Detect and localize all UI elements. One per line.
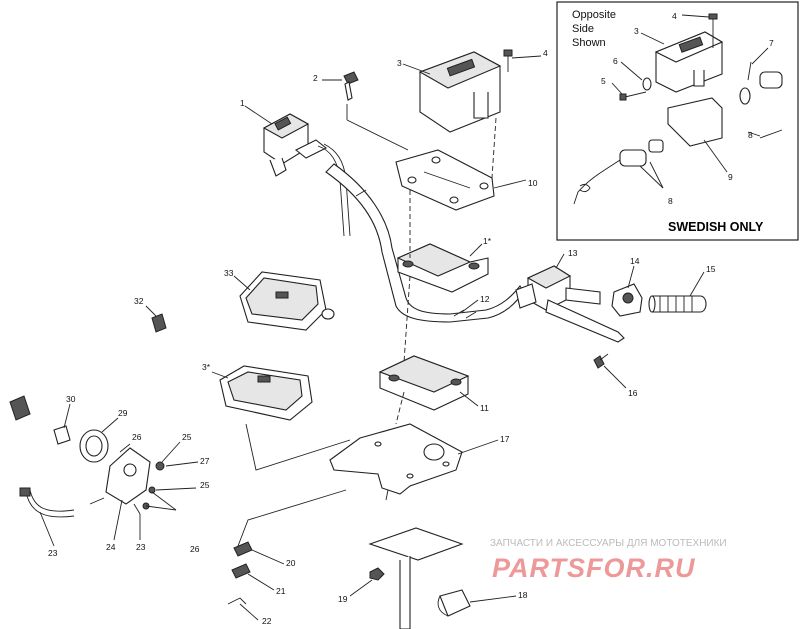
callout-11: 11 (480, 403, 489, 413)
bolt-2 (343, 71, 359, 101)
steering-post (368, 527, 471, 629)
inset-note-line3: Shown (572, 37, 606, 49)
inset-callout-3: 3 (634, 26, 639, 36)
callout-16: 16 (628, 388, 638, 398)
lower-clamp-11 (378, 355, 470, 411)
right-master-cylinder (515, 265, 625, 343)
inset-callout-7: 7 (769, 38, 774, 48)
callout-3star: 3* (202, 362, 211, 372)
callout-1: 1 (240, 98, 245, 108)
inset-note-line1: Opposite (572, 9, 616, 21)
clamp-plate-10 (395, 149, 495, 211)
inset-callout-5: 5 (601, 76, 606, 86)
bracket-plate-17 (329, 423, 463, 495)
inset-callout-4: 4 (672, 11, 677, 21)
inset-swedish-label: SWEDISH ONLY (668, 220, 764, 234)
leader-lines (39, 55, 705, 621)
callout-21: 21 (276, 586, 286, 596)
switch-housing-3 (418, 51, 502, 133)
grip-15 (648, 295, 707, 313)
handlebar-12 (325, 163, 525, 323)
callout-18: 18 (518, 590, 528, 600)
callout-19: 19 (338, 594, 348, 604)
watermark-logo: PARTSFOR.RU (492, 553, 696, 583)
inset-callout-8-top: 8 (748, 130, 753, 140)
inset-note-line2: Side (572, 23, 594, 35)
inset-callout-8-bottom: 8 (668, 196, 673, 206)
callout-24: 24 (106, 542, 116, 552)
inset-switch-housing (654, 31, 724, 93)
bezel-3star (219, 365, 313, 421)
callout-32: 32 (134, 296, 144, 306)
callout-30: 30 (66, 394, 76, 404)
swedish-inset: Opposite Side Shown SWEDISH ONLY (556, 1, 799, 241)
callout-labels: 1 2 3 4 10 1* 12 13 14 15 16 11 17 18 19… (48, 48, 716, 626)
callout-17: 17 (500, 434, 510, 444)
callout-10: 10 (528, 178, 538, 188)
inset-hardware (573, 13, 783, 205)
throttle-14 (611, 283, 643, 317)
watermark-tagline: ЗАПЧАСТИ И АКСЕССУАРЫ ДЛЯ МОТОТЕХНИКИ (490, 538, 727, 549)
speedometer-33 (239, 271, 335, 331)
callout-29: 29 (118, 408, 128, 418)
left-master-cylinder (262, 113, 351, 237)
callout-27: 27 (200, 456, 210, 466)
hardware-25-27 (89, 461, 165, 515)
clip-20 (233, 541, 253, 557)
callout-23-cable: 23 (48, 548, 58, 558)
inset-leaders (611, 14, 769, 189)
callout-23-screw: 23 (136, 542, 146, 552)
callout-1star: 1* (483, 236, 492, 246)
bulb-32 (151, 313, 167, 333)
callout-2: 2 (313, 73, 318, 83)
callout-20: 20 (286, 558, 296, 568)
clip-leader (237, 489, 347, 547)
screw-4 (503, 49, 513, 72)
tie-22 (227, 597, 247, 605)
bezel-leader (245, 423, 351, 471)
callout-33: 33 (224, 268, 234, 278)
callout-22: 22 (262, 616, 272, 626)
cable-bracket-24 (105, 447, 151, 505)
callout-3: 3 (397, 58, 402, 68)
callout-13: 13 (568, 248, 578, 258)
watermark: ЗАПЧАСТИ И АКСЕССУАРЫ ДЛЯ МОТОТЕХНИКИ PA… (490, 538, 727, 583)
inset-callout-9: 9 (728, 172, 733, 182)
inset-bracket (667, 97, 723, 147)
upper-clamp-1star (396, 243, 489, 293)
callout-26-bottom: 26 (190, 544, 200, 554)
callout-4: 4 (543, 48, 548, 58)
callout-25-mid: 25 (200, 480, 210, 490)
callout-12: 12 (480, 294, 490, 304)
callout-26-top: 26 (132, 432, 142, 442)
nut-19 (369, 567, 385, 581)
callout-15: 15 (706, 264, 716, 274)
clip-21 (231, 563, 251, 579)
callout-14: 14 (630, 256, 640, 266)
inset-callout-6: 6 (613, 56, 618, 66)
callout-25-top: 25 (182, 432, 192, 442)
alignment-lines (346, 104, 497, 501)
cable-23 (19, 487, 75, 518)
gear-ring-29 (79, 429, 109, 463)
drive-30 (9, 395, 71, 445)
screw-16 (593, 353, 609, 369)
